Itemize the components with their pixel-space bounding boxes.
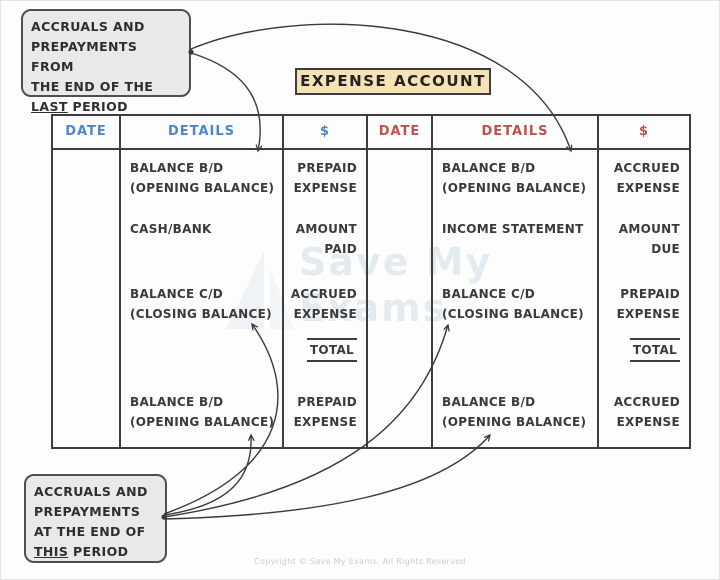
right-details-header: DETAILS xyxy=(433,116,597,150)
right-details-column: DETAILS BALANCE B/D (OPENING BALANCE) IN… xyxy=(433,116,599,447)
cell-line: BALANCE C/D xyxy=(130,287,224,301)
cell-line: (OPENING BALANCE) xyxy=(442,181,587,195)
left-amount-column: $ PREPAID EXPENSE AMOUNT PAID ACCRUED EX… xyxy=(284,116,368,447)
callout-line: THIS PERIOD xyxy=(34,542,157,562)
right-accrued-expense-cell: ACCRUED EXPENSE xyxy=(599,158,689,198)
left-amount-header: $ xyxy=(284,116,366,150)
callout-line: ACCRUALS AND xyxy=(34,484,148,499)
cell-line: BALANCE C/D xyxy=(442,287,536,301)
cell-line: BALANCE B/D xyxy=(130,161,224,175)
cell-line: AMOUNT xyxy=(295,222,357,236)
watermark-line: Save My xyxy=(299,240,493,284)
cell-line: PREPAID xyxy=(297,395,357,409)
cell-line: BALANCE B/D xyxy=(442,395,536,409)
total-label: TOTAL xyxy=(629,338,680,362)
callout-line: PREPAYMENTS FROM xyxy=(31,39,138,74)
cell-line: EXPENSE xyxy=(293,307,357,321)
cell-line: EXPENSE xyxy=(293,415,357,429)
left-prepaid-expense-cell: PREPAID EXPENSE xyxy=(284,158,366,198)
callout-line-rest: PERIOD xyxy=(67,99,128,114)
callout-accruals-last-period: ACCRUALS AND PREPAYMENTS FROM THE END OF… xyxy=(21,9,191,114)
cell-line: PAID xyxy=(324,242,357,256)
left-date-header: DATE xyxy=(53,116,119,150)
cell-line: BALANCE B/D xyxy=(130,395,224,409)
left-accrued-expense-cell: ACCRUED EXPENSE xyxy=(284,284,366,324)
left-cash-bank-cell: CASH/BANK xyxy=(121,219,282,239)
callout-line: PREPAYMENTS xyxy=(34,504,141,519)
right-opening-balance-cell: BALANCE B/D (OPENING BALANCE) xyxy=(433,158,597,198)
cell-line: DUE xyxy=(651,242,680,256)
cell-line: ACCRUED xyxy=(290,287,357,301)
left-total-cell: TOTAL xyxy=(284,338,366,362)
right-closing-balance-cell: BALANCE C/D (CLOSING BALANCE) xyxy=(433,284,597,324)
left-next-prepaid-expense-cell: PREPAID EXPENSE xyxy=(284,392,366,432)
callout-line: THE END OF THE xyxy=(31,79,154,94)
left-opening-balance-cell: BALANCE B/D (OPENING BALANCE) xyxy=(121,158,282,198)
right-next-opening-balance-cell: BALANCE B/D (OPENING BALANCE) xyxy=(433,392,597,432)
cell-line: EXPENSE xyxy=(616,181,680,195)
cell-line: (CLOSING BALANCE) xyxy=(442,307,584,321)
right-amount-due-cell: AMOUNT DUE xyxy=(599,219,689,259)
emphasized-word: THIS xyxy=(34,544,69,559)
left-details-column: DETAILS BALANCE B/D (OPENING BALANCE) CA… xyxy=(121,116,284,447)
cell-line: EXPENSE xyxy=(616,307,680,321)
cell-line: INCOME STATEMENT xyxy=(442,222,584,236)
cell-line: (CLOSING BALANCE) xyxy=(130,307,272,321)
right-amount-column: $ ACCRUED EXPENSE AMOUNT DUE PREPAID EXP… xyxy=(599,116,689,447)
left-details-header: DETAILS xyxy=(121,116,282,150)
callout-accruals-this-period: ACCRUALS AND PREPAYMENTS AT THE END OF T… xyxy=(24,474,167,563)
cell-line: PREPAID xyxy=(620,287,680,301)
page-title: EXPENSE ACCOUNT xyxy=(295,68,491,95)
callout-line: ACCRUALS AND xyxy=(31,19,145,34)
expense-account-table: DATE DETAILS BALANCE B/D (OPENING BALANC… xyxy=(51,114,691,449)
callout-line: LAST PERIOD xyxy=(31,97,181,117)
right-next-accrued-expense-cell: ACCRUED EXPENSE xyxy=(599,392,689,432)
cell-line: BALANCE B/D xyxy=(442,161,536,175)
cell-line: EXPENSE xyxy=(616,415,680,429)
cell-line: ACCRUED xyxy=(613,395,680,409)
watermark-text: Save My Exams xyxy=(299,239,492,331)
callout-line-rest: PERIOD xyxy=(68,544,129,559)
cell-line: CASH/BANK xyxy=(130,222,212,236)
cell-line: PREPAID xyxy=(297,161,357,175)
left-amount-paid-cell: AMOUNT PAID xyxy=(284,219,366,259)
right-date-header: DATE xyxy=(368,116,431,150)
left-date-column: DATE xyxy=(53,116,121,447)
left-next-opening-balance-cell: BALANCE B/D (OPENING BALANCE) xyxy=(121,392,282,432)
cell-line: (OPENING BALANCE) xyxy=(130,415,275,429)
cell-line: (OPENING BALANCE) xyxy=(442,415,587,429)
cell-line: AMOUNT xyxy=(618,222,680,236)
emphasized-word: LAST xyxy=(31,99,68,114)
right-amount-header: $ xyxy=(599,116,689,150)
callout-line: AT THE END OF xyxy=(34,524,146,539)
right-total-cell: TOTAL xyxy=(599,338,689,362)
cell-line: ACCRUED xyxy=(613,161,680,175)
total-label: TOTAL xyxy=(306,338,357,362)
watermark-line: Exams xyxy=(299,286,448,330)
right-prepaid-expense-cell: PREPAID EXPENSE xyxy=(599,284,689,324)
cell-line: (OPENING BALANCE) xyxy=(130,181,275,195)
cell-line: EXPENSE xyxy=(293,181,357,195)
copyright-text: Copyright © Save My Exams. All Rights Re… xyxy=(254,557,466,566)
right-date-column: DATE xyxy=(368,116,433,447)
right-income-statement-cell: INCOME STATEMENT xyxy=(433,219,597,239)
left-closing-balance-cell: BALANCE C/D (CLOSING BALANCE) xyxy=(121,284,282,324)
